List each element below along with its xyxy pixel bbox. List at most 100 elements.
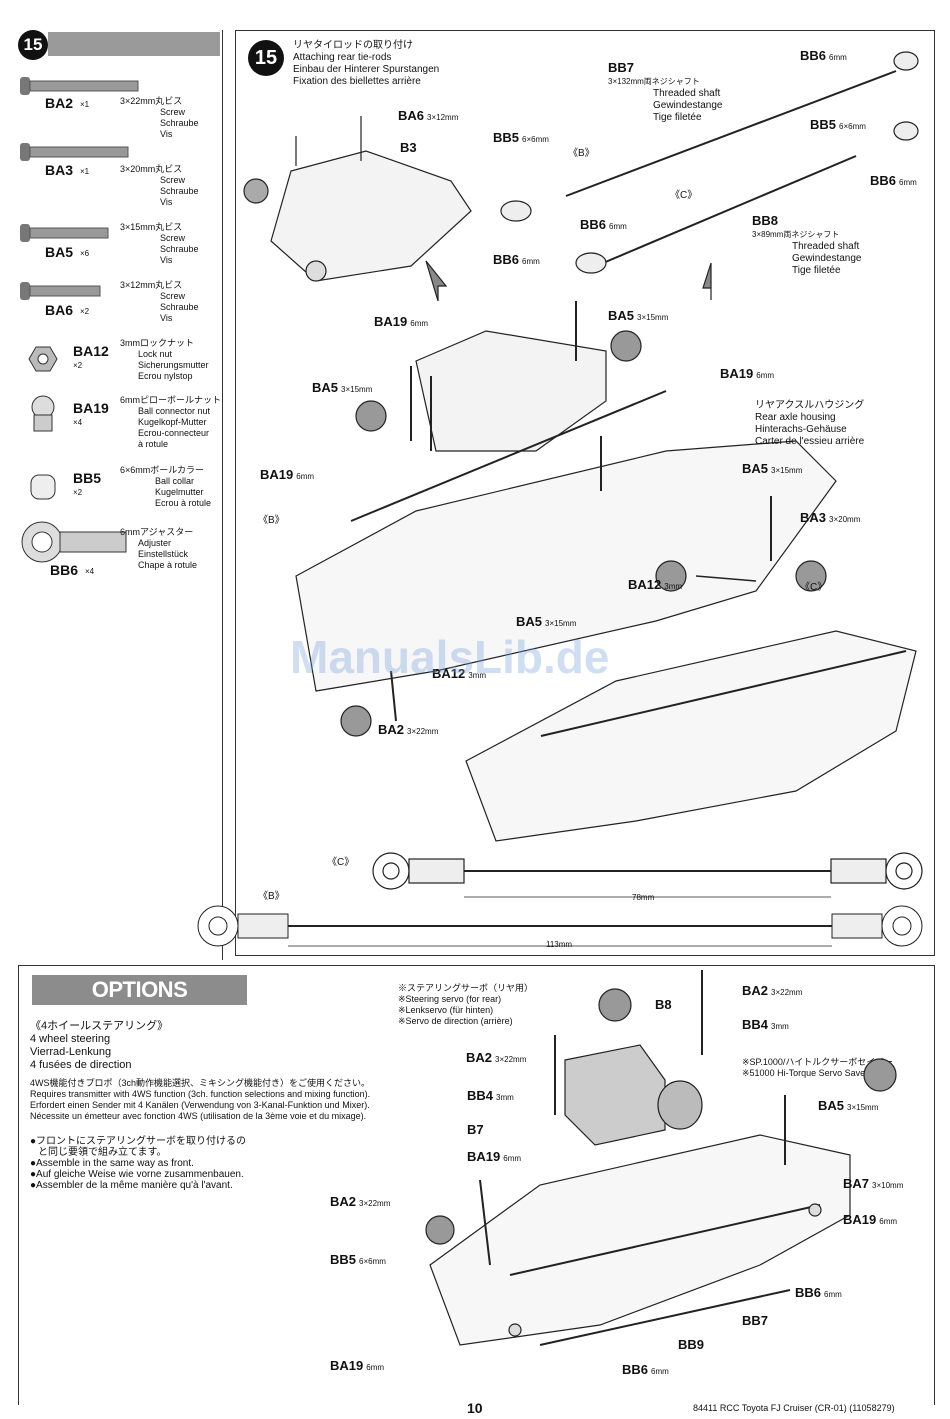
- part-code: BA6: [45, 302, 74, 318]
- step-badge: 15: [248, 40, 284, 76]
- label-b8: B8: [655, 997, 672, 1012]
- part-code: BA2: [45, 95, 74, 111]
- screw-icon: [20, 282, 101, 300]
- part-code: BA5: [45, 244, 74, 260]
- adjuster-icon: [21, 521, 127, 563]
- options-requirements: 4WS機能付きプロポ（3ch動作機能選択、ミキシング機能付き）をご使用ください。…: [30, 1078, 371, 1121]
- ball-connector-nut-icon: [31, 395, 55, 432]
- mark-b: 《B》: [258, 891, 285, 902]
- upper-bracket: [415, 330, 607, 452]
- parts-header-bar: [48, 32, 220, 56]
- footer-reference: 84411 RCC Toyota FJ Cruiser (CR-01) (110…: [693, 1403, 895, 1413]
- label-b7: B7: [467, 1122, 484, 1137]
- rod-c-length: 78mm: [632, 893, 655, 902]
- options-diagram: [425, 970, 897, 1346]
- part-qty: ×2: [73, 361, 83, 370]
- page-number: 10: [467, 1400, 483, 1416]
- rear-axle-housing: [295, 440, 837, 692]
- left-panel-right-border: [222, 30, 223, 960]
- options-assembly-note: ●フロントにステアリングサーボを取り付けるのと同じ要領で組み立てます。●Asse…: [30, 1136, 247, 1191]
- screw-icon: [20, 77, 139, 95]
- part-qty: ×2: [73, 488, 83, 497]
- rear-axle-housing: [429, 1134, 851, 1346]
- main-panel-border-bottom: [235, 955, 935, 956]
- mark-c: 《C》: [670, 190, 698, 201]
- rod-b-length: 113mm: [546, 940, 573, 949]
- rod-guide-b: [197, 905, 923, 947]
- options-title: OPTIONS: [32, 975, 247, 1005]
- part-qty: ×1: [80, 100, 90, 109]
- part-qty: ×6: [80, 249, 90, 258]
- part-qty: ×2: [80, 307, 90, 316]
- label-bb7: BB7: [742, 1313, 769, 1328]
- screw-icon: [20, 224, 109, 242]
- part-code: BA3: [45, 162, 74, 178]
- main-panel-border: [235, 30, 236, 955]
- bracket-b3: [270, 150, 472, 282]
- mark-b: 《B》: [258, 515, 285, 526]
- part-code: BB6: [50, 562, 79, 578]
- part-qty: ×4: [85, 567, 95, 576]
- arrow-down-icon: [425, 260, 448, 302]
- label-b3: B3: [400, 140, 417, 155]
- mark-c: 《C》: [800, 582, 828, 593]
- rod-bb8: [595, 155, 857, 267]
- options-border-left: [18, 965, 19, 1405]
- rod-bb7: [565, 70, 897, 197]
- step-badge-small: 15: [18, 30, 48, 60]
- ball-collar-icon: [30, 474, 56, 500]
- main-panel-border-right: [934, 30, 935, 955]
- part-code: BA12: [73, 343, 109, 359]
- tie-rod-b: [350, 390, 667, 522]
- options-border-top: [18, 965, 934, 966]
- second-axle-housing: [465, 630, 917, 842]
- lock-nut-icon: [28, 346, 58, 372]
- arrow-down-icon: [702, 262, 712, 300]
- options-border-right: [934, 965, 935, 1405]
- watermark: ManualsLib.de: [290, 631, 610, 683]
- servo: [564, 1044, 666, 1146]
- tie-rod-c: [540, 650, 907, 737]
